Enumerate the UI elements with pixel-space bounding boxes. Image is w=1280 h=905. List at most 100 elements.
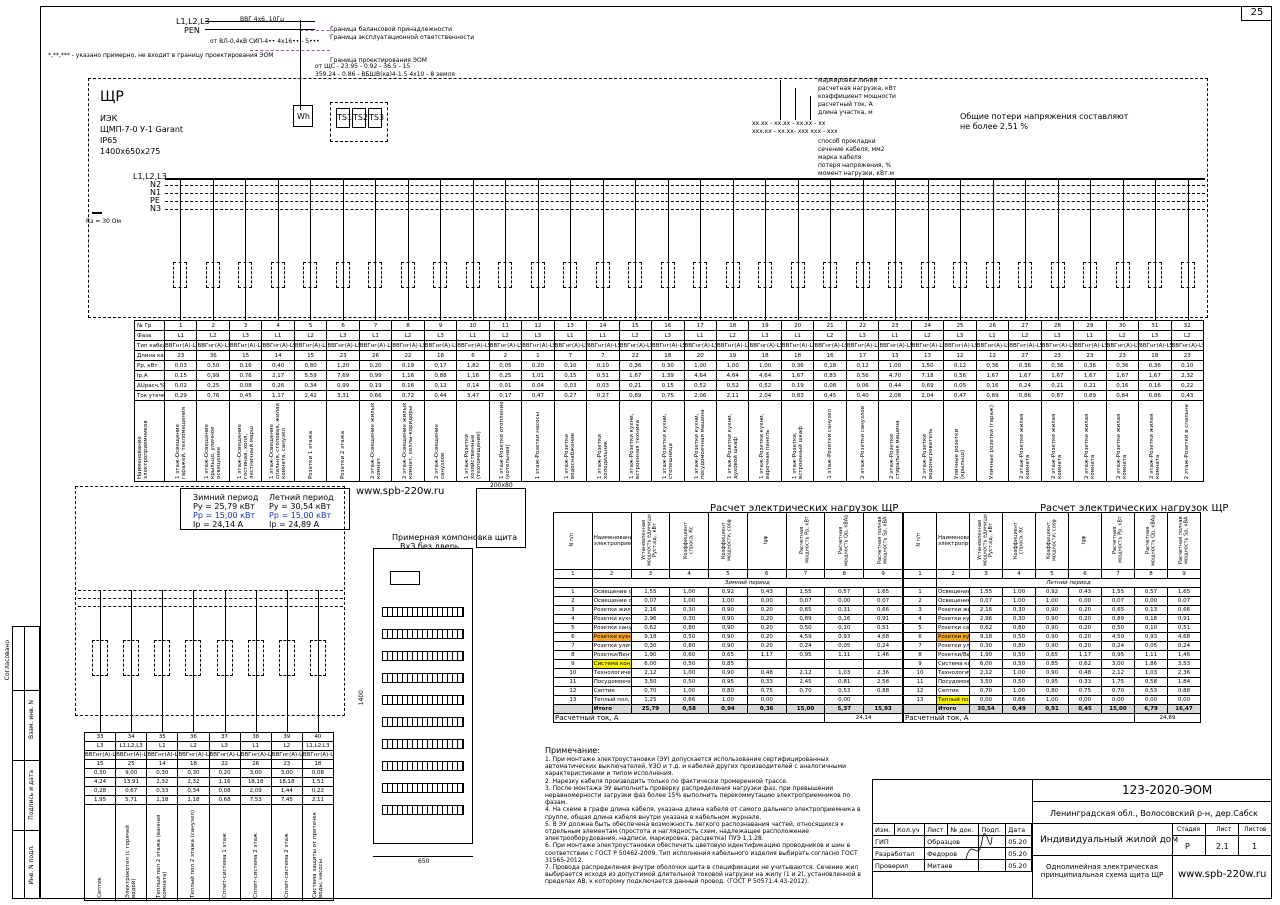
- load-title-summer: Расчет электрических нагрузок ЩР: [1040, 503, 1229, 514]
- load-row-value: [785, 659, 826, 669]
- legend-item2-0: способ прокладки: [818, 138, 876, 145]
- load-row-value: 2,45: [785, 677, 826, 687]
- load-row-value: [863, 695, 903, 705]
- cabinet-side-view: [476, 488, 526, 548]
- load-row-value: 0,24: [785, 641, 826, 651]
- group-cell: 7: [586, 350, 620, 361]
- group-cell: 0,45: [228, 390, 263, 401]
- group-cell: 23: [1073, 350, 1107, 361]
- group-cell: 1 этаж-Розетки санузел: [813, 400, 847, 482]
- load-table-winter: N п/пНаименование электроприемниковУстан…: [552, 512, 904, 723]
- notes-title: Примечание:: [545, 746, 600, 755]
- breaker-symbol: [530, 262, 545, 288]
- load-row-name: Освещение с ЛН: [591, 596, 632, 606]
- group-cell: 0,05: [943, 380, 977, 391]
- load-row-value: 1,55: [969, 587, 1003, 597]
- group-name: 1 этаж-Розетки кухни, посудомоечная маши…: [694, 409, 707, 479]
- load-colnum: 3: [630, 569, 671, 579]
- load-row-value: 1,17: [746, 650, 787, 660]
- load-row-value: 0,90: [708, 614, 748, 624]
- group-cell: 1,20: [326, 360, 360, 371]
- load-row-value: 0,66: [1167, 605, 1201, 615]
- lower-group-name: Сплит-система 1 этаж: [221, 833, 228, 898]
- ts-enclosure: [330, 102, 388, 142]
- breaker-symbol: [238, 262, 253, 288]
- lower-drop-line: [224, 590, 226, 732]
- cabinet-front: [373, 548, 473, 844]
- group-drop-line: [797, 178, 799, 320]
- load-row-value: 0,43: [1068, 587, 1102, 597]
- load-colnum: 5: [1035, 569, 1069, 579]
- load-row-value: 1,03: [824, 668, 865, 678]
- group-cell: 2 этаж-Освещение жилых комнат, холлы-кор…: [391, 400, 425, 482]
- person-row: ГИП Образцов 05.20: [871, 835, 1032, 848]
- group-drop-line: [862, 178, 864, 320]
- group-name: 2 этаж-Розетки жилая комната: [1083, 413, 1096, 479]
- group-cell: ВВГнг(А)-LS 3х1,5: [1170, 340, 1205, 351]
- website-title-block[interactable]: www.spb-220w.ru: [1178, 869, 1267, 880]
- load-colnum: 2: [591, 569, 632, 579]
- load-row: 11Посудомоечная, стиральная, сушильная м…: [553, 677, 903, 687]
- group-cell: 17: [845, 350, 880, 361]
- group-cell: L1: [975, 330, 1010, 341]
- role: Разработал: [871, 847, 926, 860]
- group-cell: 0,25: [196, 380, 230, 391]
- group-cell: ВВГнг(А)-LS 3х1,5: [943, 340, 977, 351]
- group-drop-line: [1155, 178, 1157, 320]
- load-row-value: 0,20: [1068, 641, 1102, 651]
- group-cell: 0,72: [391, 390, 425, 401]
- lower-cell: ВВГнг(А)-LS 3х1,5: [239, 750, 272, 760]
- group-cell: 0,43: [1170, 390, 1205, 401]
- group-drop-line: [212, 178, 214, 320]
- group-cell: L1: [683, 330, 717, 341]
- load-row-value: 0,07: [1167, 596, 1201, 606]
- ts2-label: TS2: [353, 113, 369, 122]
- group-cell: 1 этаж-Освещение крыльцо, уличное освеще…: [196, 400, 230, 482]
- load-row-value: 1,00: [708, 695, 748, 705]
- group-name: 1 этаж-Розетки, встроенный шкаф: [791, 426, 804, 479]
- group-cell: 21: [813, 320, 847, 331]
- group-cell: 2,11: [715, 390, 750, 401]
- lower-cell: 0,22: [301, 786, 335, 796]
- panel-name: ЩР: [100, 89, 124, 105]
- load-row-value: 0,30: [669, 614, 710, 624]
- group-cell: 4,64: [683, 370, 717, 381]
- summer-pp: Рр = 15,00 кВт: [269, 511, 332, 520]
- group-cell: ВВГнг(А)-LS 3х1,5: [1008, 340, 1042, 351]
- group-cell: 2,08: [878, 390, 912, 401]
- group-cell: 2,17: [261, 370, 295, 381]
- load-row-value: 1,55: [630, 587, 671, 597]
- load-row-n: 5: [553, 623, 593, 633]
- load-row-name: Теплый пол, система антиобледенения: [591, 695, 632, 705]
- load-row-n: 5: [903, 623, 937, 633]
- load-row: 11Посудомоечная, стиральная, сушильная м…: [903, 677, 1201, 687]
- load-row-name: Розетки санузлов, хозяйственные комнаты: [591, 623, 632, 633]
- load-colnum: 4: [669, 569, 710, 579]
- lower-cell: L2: [177, 741, 210, 751]
- website-middle[interactable]: www.spb-220w.ru: [356, 486, 445, 497]
- load-total-value: 16,47: [1167, 704, 1201, 714]
- breaker-symbol: [563, 262, 578, 288]
- group-cell: 8: [391, 320, 425, 331]
- load-row-name: Розетки уличные: [936, 641, 970, 651]
- bus-pe: [165, 201, 1205, 202]
- group-drop-line: [1187, 178, 1189, 320]
- load-row-value: 3,53: [1167, 659, 1201, 669]
- group-cell: 2,04: [748, 390, 782, 401]
- group-cell: 1,67: [618, 370, 653, 381]
- load-row-value: 0,07: [969, 596, 1003, 606]
- group-cell: L2: [391, 330, 425, 341]
- load-row-value: 1,75: [1101, 677, 1135, 687]
- note-4: 4. На схеме в графе длина кабеля, указан…: [545, 806, 861, 821]
- load-header-cell: Расчетная мощность Qр, кВАр: [824, 512, 865, 570]
- lower-cell: 0,28: [83, 786, 117, 796]
- load-row-value: 0,20: [746, 632, 787, 642]
- group-cell: 0,19: [358, 380, 393, 391]
- sheets-value: 1: [1252, 842, 1258, 851]
- sheet-label: Лист: [1216, 826, 1232, 833]
